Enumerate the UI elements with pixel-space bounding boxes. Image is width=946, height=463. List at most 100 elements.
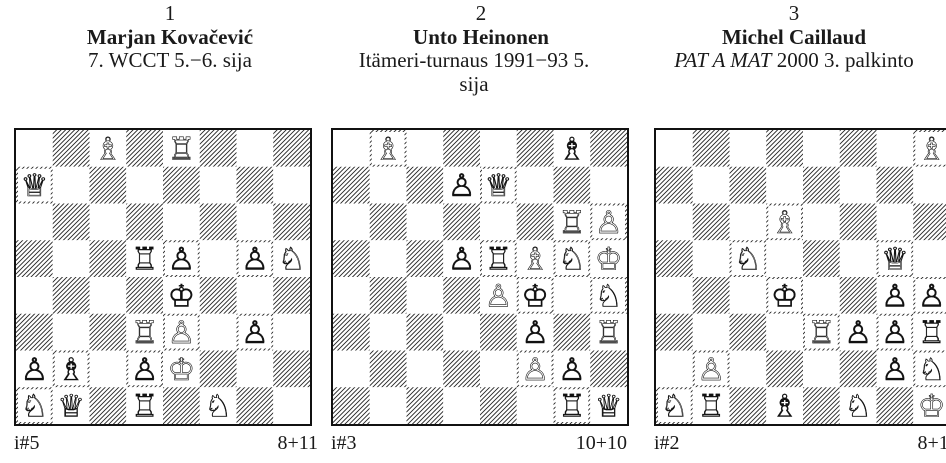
problem-author: Michel Caillaud bbox=[634, 26, 946, 50]
problem-source: PAT A MAT 2000 3. palkinto bbox=[634, 49, 946, 73]
dark-square bbox=[90, 387, 127, 424]
dark-square bbox=[840, 277, 877, 314]
light-square bbox=[656, 277, 693, 314]
problem-author: Unto Heinonen bbox=[321, 26, 641, 50]
dark-square bbox=[53, 204, 90, 241]
light-square bbox=[517, 167, 554, 204]
dark-square bbox=[333, 314, 370, 351]
dark-square bbox=[480, 387, 517, 424]
light-square bbox=[333, 351, 370, 388]
dark-square bbox=[443, 277, 480, 314]
light-square bbox=[237, 277, 274, 314]
black-rook-icon: ♖ bbox=[558, 389, 586, 424]
dark-square bbox=[693, 204, 730, 241]
white-rook-icon: ♖ bbox=[167, 131, 195, 167]
dark-square bbox=[90, 240, 127, 277]
dark-square bbox=[656, 167, 693, 204]
dark-square bbox=[730, 387, 767, 424]
light-square bbox=[16, 204, 53, 241]
dark-square bbox=[200, 204, 237, 241]
light-square bbox=[407, 204, 444, 241]
white-bishop-icon: ♗ bbox=[521, 242, 549, 278]
dark-square bbox=[163, 167, 200, 204]
piece-count: 8+11 bbox=[917, 432, 946, 455]
dark-square bbox=[803, 387, 840, 424]
white-rook-icon: ♖ bbox=[131, 315, 159, 351]
source-text: Itämeri-turnaus 1991−93 5. sija bbox=[359, 48, 590, 96]
chess-board: ♗♗♘♕♖♙♘♔♔♙♙♙♙♖♙♘♖♗♘ bbox=[654, 128, 946, 426]
white-king-icon: ♔ bbox=[595, 242, 623, 278]
piece-count: 8+11 bbox=[277, 432, 318, 455]
black-pawn-icon: ♙ bbox=[881, 352, 909, 388]
dark-square bbox=[443, 351, 480, 388]
dark-square bbox=[877, 387, 914, 424]
black-rook-icon: ♖ bbox=[131, 389, 159, 424]
light-square bbox=[370, 387, 407, 424]
source-text: 2000 3. palkinto bbox=[771, 48, 913, 72]
black-king-icon: ♔ bbox=[167, 278, 195, 314]
black-pawn-icon: ♙ bbox=[881, 278, 909, 314]
white-knight-icon: ♘ bbox=[558, 242, 586, 278]
dark-square bbox=[200, 130, 237, 167]
light-square bbox=[443, 314, 480, 351]
white-queen-icon: ♕ bbox=[20, 168, 48, 204]
light-square bbox=[370, 314, 407, 351]
problem-number: 1 bbox=[10, 2, 330, 26]
dark-square bbox=[517, 204, 554, 241]
dark-square bbox=[407, 167, 444, 204]
black-queen-icon: ♕ bbox=[57, 389, 85, 424]
white-rook-icon: ♖ bbox=[595, 315, 623, 351]
dark-square bbox=[766, 130, 803, 167]
light-square bbox=[656, 130, 693, 167]
dark-square bbox=[840, 204, 877, 241]
light-square bbox=[480, 351, 517, 388]
white-pawn-icon: ♙ bbox=[167, 315, 195, 351]
problem-number: 2 bbox=[321, 2, 641, 26]
dark-square bbox=[333, 167, 370, 204]
dark-square bbox=[200, 277, 237, 314]
dark-square bbox=[407, 240, 444, 277]
black-pawn-icon: ♙ bbox=[521, 315, 549, 351]
stipulation: i#5 bbox=[14, 432, 40, 455]
dark-square bbox=[273, 204, 310, 241]
light-square bbox=[126, 167, 163, 204]
problem-1: 1 Marjan Kovačević 7. WCCT 5.−6. sija ♗♖… bbox=[10, 0, 330, 463]
dark-square bbox=[200, 351, 237, 388]
light-square bbox=[803, 130, 840, 167]
source-italic: PAT A MAT bbox=[674, 48, 771, 72]
black-rook-icon: ♖ bbox=[484, 242, 512, 278]
black-pawn-icon: ♙ bbox=[448, 168, 476, 204]
dark-square bbox=[554, 167, 591, 204]
dark-square bbox=[163, 387, 200, 424]
light-square bbox=[730, 277, 767, 314]
dark-square bbox=[126, 204, 163, 241]
black-pawn-icon: ♙ bbox=[844, 315, 872, 351]
white-king-icon: ♔ bbox=[167, 352, 195, 388]
light-square bbox=[766, 167, 803, 204]
light-square bbox=[517, 387, 554, 424]
white-queen-icon: ♕ bbox=[881, 242, 909, 278]
dark-square bbox=[480, 314, 517, 351]
dark-square bbox=[407, 314, 444, 351]
dark-square bbox=[53, 130, 90, 167]
light-square bbox=[480, 130, 517, 167]
dark-square bbox=[877, 167, 914, 204]
black-king-icon: ♔ bbox=[521, 278, 549, 314]
light-square bbox=[273, 167, 310, 204]
problem-source: Itämeri-turnaus 1991−93 5. sija bbox=[321, 49, 641, 96]
light-square bbox=[656, 204, 693, 241]
light-square bbox=[766, 240, 803, 277]
chess-board-svg: ♗♕♖♙♗♘♔♙♖♙♗♙♙♖♔♘♙♙♖♕ bbox=[333, 130, 627, 424]
dark-square bbox=[333, 240, 370, 277]
black-bishop-icon: ♗ bbox=[771, 389, 799, 424]
light-square bbox=[693, 167, 730, 204]
dark-square bbox=[730, 167, 767, 204]
stipulation: i#3 bbox=[331, 432, 357, 455]
dark-square bbox=[730, 314, 767, 351]
black-knight-icon: ♘ bbox=[595, 278, 623, 314]
light-square bbox=[407, 277, 444, 314]
piece-count: 10+10 bbox=[576, 432, 627, 455]
light-square bbox=[840, 167, 877, 204]
black-pawn-icon: ♙ bbox=[167, 242, 195, 278]
black-pawn-icon: ♙ bbox=[20, 352, 48, 388]
